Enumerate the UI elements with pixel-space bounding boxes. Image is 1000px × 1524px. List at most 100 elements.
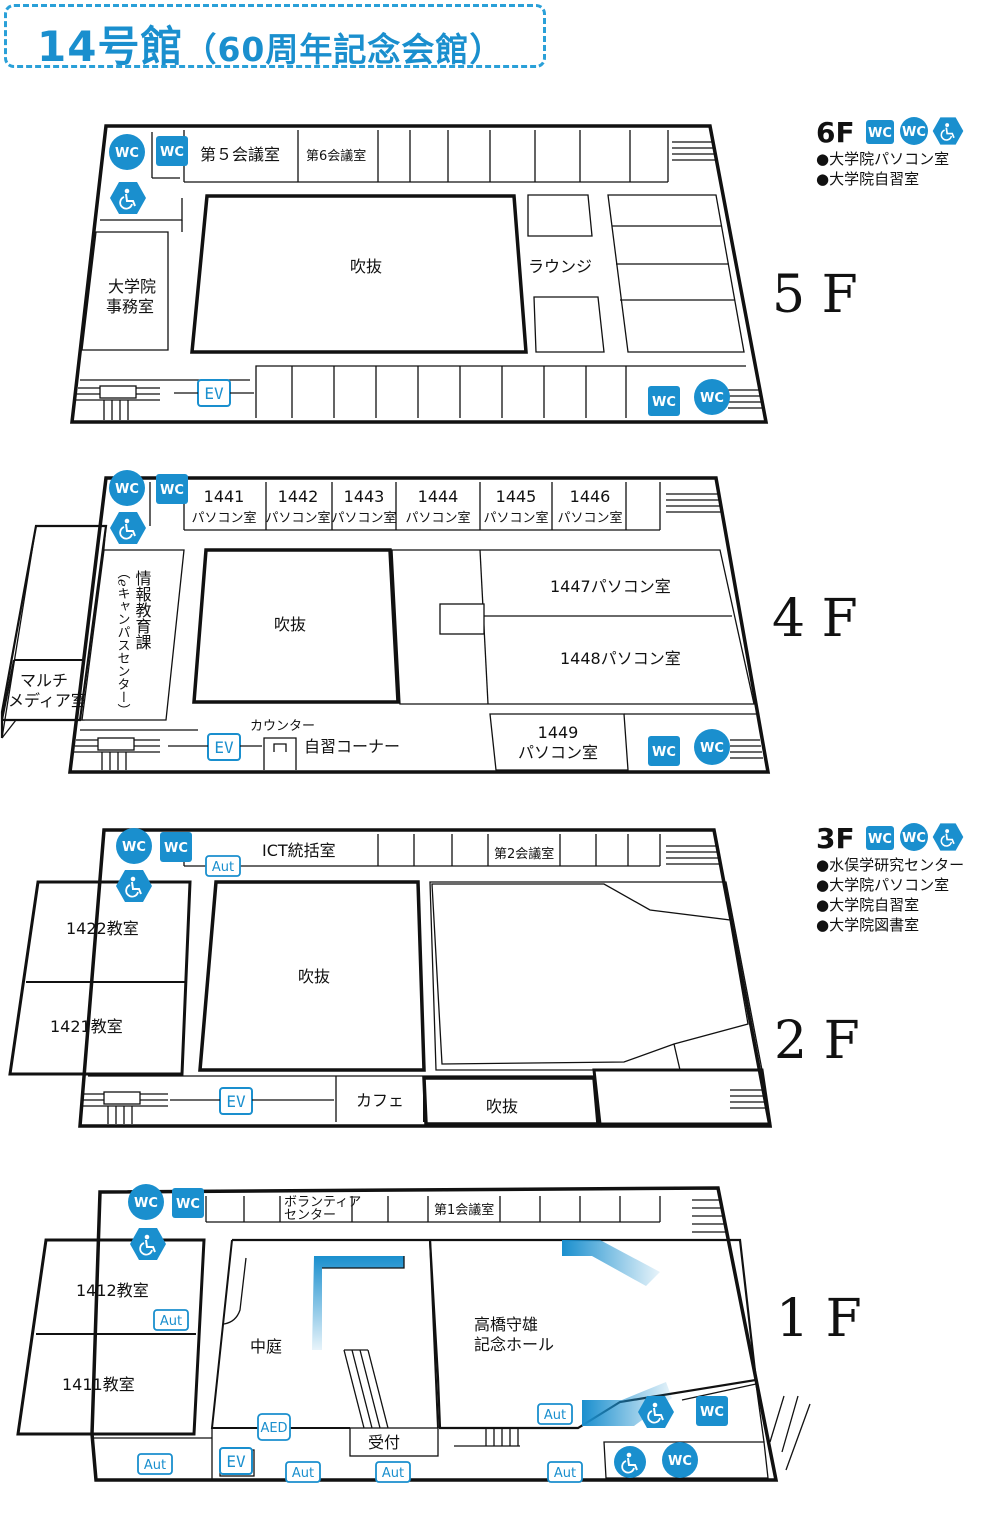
svg-text:Aut: Aut [382,1466,404,1481]
wc-icon: WC [868,832,892,847]
stairs-4f-right [730,739,763,759]
floor-4f-label: 4 F [772,589,858,649]
room-conf1: 第1会議室 [434,1202,494,1218]
hall-label-1: 高橋守雄 [474,1315,538,1334]
svg-text:WC: WC [160,483,184,498]
wc-icon: WC [172,1188,204,1218]
automatic-door-icon: Aut [137,1453,173,1475]
svg-text:Aut: Aut [292,1466,314,1481]
pc-room-1446: 1446 パソコン室 [557,487,622,526]
svg-text:パソコン室: パソコン室 [557,510,622,526]
page-title: 14号館（60周年記念会館） [37,13,503,74]
wc-icon: WC [662,1442,698,1478]
wc-icon: WC [902,831,926,846]
svg-text:WC: WC [668,1454,692,1469]
stairs-4f-top [666,493,721,513]
room-1448: 1448パソコン室 [560,649,681,668]
svg-text:Aut: Aut [554,1466,576,1481]
wc-icon: WC [868,126,892,141]
room-grad-office-2: 事務室 [106,297,154,316]
wheelchair-icon [130,1228,166,1260]
svg-text:Aut: Aut [544,1408,566,1423]
room-1449-num: 1449 [538,723,579,742]
svg-text:WC: WC [700,391,724,406]
room-multi-1: マルチ [20,671,68,690]
floor-5f-label: 5 F [772,265,858,325]
wheelchair-icon [932,117,964,145]
svg-text:パソコン室: パソコン室 [331,510,396,526]
svg-text:●大学院図書室: ●大学院図書室 [816,916,919,934]
elevator-5f: EV [174,379,254,407]
pc-room-1445: 1445 パソコン室 [483,487,548,526]
automatic-door-icon: Aut [285,1461,321,1483]
elevator-4f: EV [168,733,262,761]
void-4f-label: 吹抜 [274,615,306,634]
void-4f [192,548,400,704]
room-1411: 1411教室 [62,1375,135,1394]
svg-text:●大学院パソコン室: ●大学院パソコン室 [816,150,949,168]
floor-1f: 1412教室 1411教室 ボランティア センター 第1会議室 中庭 高橋守雄 [16,1184,862,1483]
wc-icon: WC [109,470,145,506]
floor-4f-outline [68,476,771,774]
room-1421: 1421教室 [50,1017,123,1036]
stairs-1f-top [692,1199,726,1233]
svg-text:●大学院自習室: ●大学院自習室 [816,170,919,188]
wc-icon: WC [902,125,926,140]
svg-text:EV: EV [204,384,224,403]
svg-text:WC: WC [115,482,139,497]
room-1447: 1447パソコン室 [550,577,671,596]
svg-text:1445: 1445 [496,487,537,506]
svg-text:EV: EV [226,1092,246,1111]
svg-text:WC: WC [700,1405,724,1420]
wc-icon: WC [648,386,680,416]
svg-text:情報教育課: 情報教育課 [133,570,152,650]
wc-icon: WC [696,1396,728,1426]
void-2f [198,880,426,1072]
courtyard-label: 中庭 [250,1337,282,1356]
room-conf5: 第５会議室 [200,145,280,164]
room-multi-2: メディア室 [8,691,87,710]
wheelchair-icon [110,182,146,214]
stairs-2f-right [730,1089,767,1109]
svg-text:EV: EV [226,1452,246,1471]
wc-icon: WC [156,474,188,504]
elevator-2f: EV [170,1087,334,1115]
wheelchair-icon [614,1446,646,1478]
room-cafe: カフェ [356,1091,404,1110]
svg-text:WC: WC [652,745,676,760]
stairs-1f-stage [343,1349,389,1429]
svg-text:WC: WC [652,395,676,410]
svg-text:WC: WC [122,840,146,855]
svg-text:WC: WC [115,146,139,161]
svg-text:Aut: Aut [212,860,234,875]
stairs-2f-top [666,845,719,865]
elevator-1f: EV [219,1447,253,1475]
room-lounge: ラウンジ [528,257,592,276]
svg-text:●水俣学研究センター: ●水俣学研究センター [816,856,964,874]
svg-text:Aut: Aut [144,1458,166,1473]
svg-text:●大学院パソコン室: ●大学院パソコン室 [816,876,949,894]
void-2f-2-label: 吹抜 [486,1097,518,1116]
svg-text:AED: AED [260,1421,287,1436]
svg-text:WC: WC [160,145,184,160]
room-ict: ICT統括室 [262,841,336,860]
automatic-door-icon: Aut [375,1461,411,1483]
stairs-5f-right [728,389,763,409]
svg-text:パソコン室: パソコン室 [405,510,470,526]
floor-1f-label: 1 F [776,1289,862,1349]
title-sub: （60周年記念会館） [183,30,504,69]
stairs-4f-bottom [74,737,160,770]
room-conf6: 第6会議室 [306,148,366,164]
room-grad-office-1: 大学院 [108,277,156,296]
svg-text:Aut: Aut [160,1314,182,1329]
svg-text:3F: 3F [816,822,855,855]
floor-5f-outline [70,124,769,424]
svg-text:1444: 1444 [418,487,459,506]
svg-text:EV: EV [214,738,234,757]
wc-icon: WC [648,736,680,766]
automatic-door-icon: Aut [537,1403,573,1425]
svg-text:WC: WC [176,1197,200,1212]
hall-label-2: 記念ホール [474,1335,554,1354]
floor-5f: 第５会議室 第6会議室 大学院 事務室 吹抜 ラウンジ [70,124,858,424]
wc-icon: WC [116,828,152,864]
